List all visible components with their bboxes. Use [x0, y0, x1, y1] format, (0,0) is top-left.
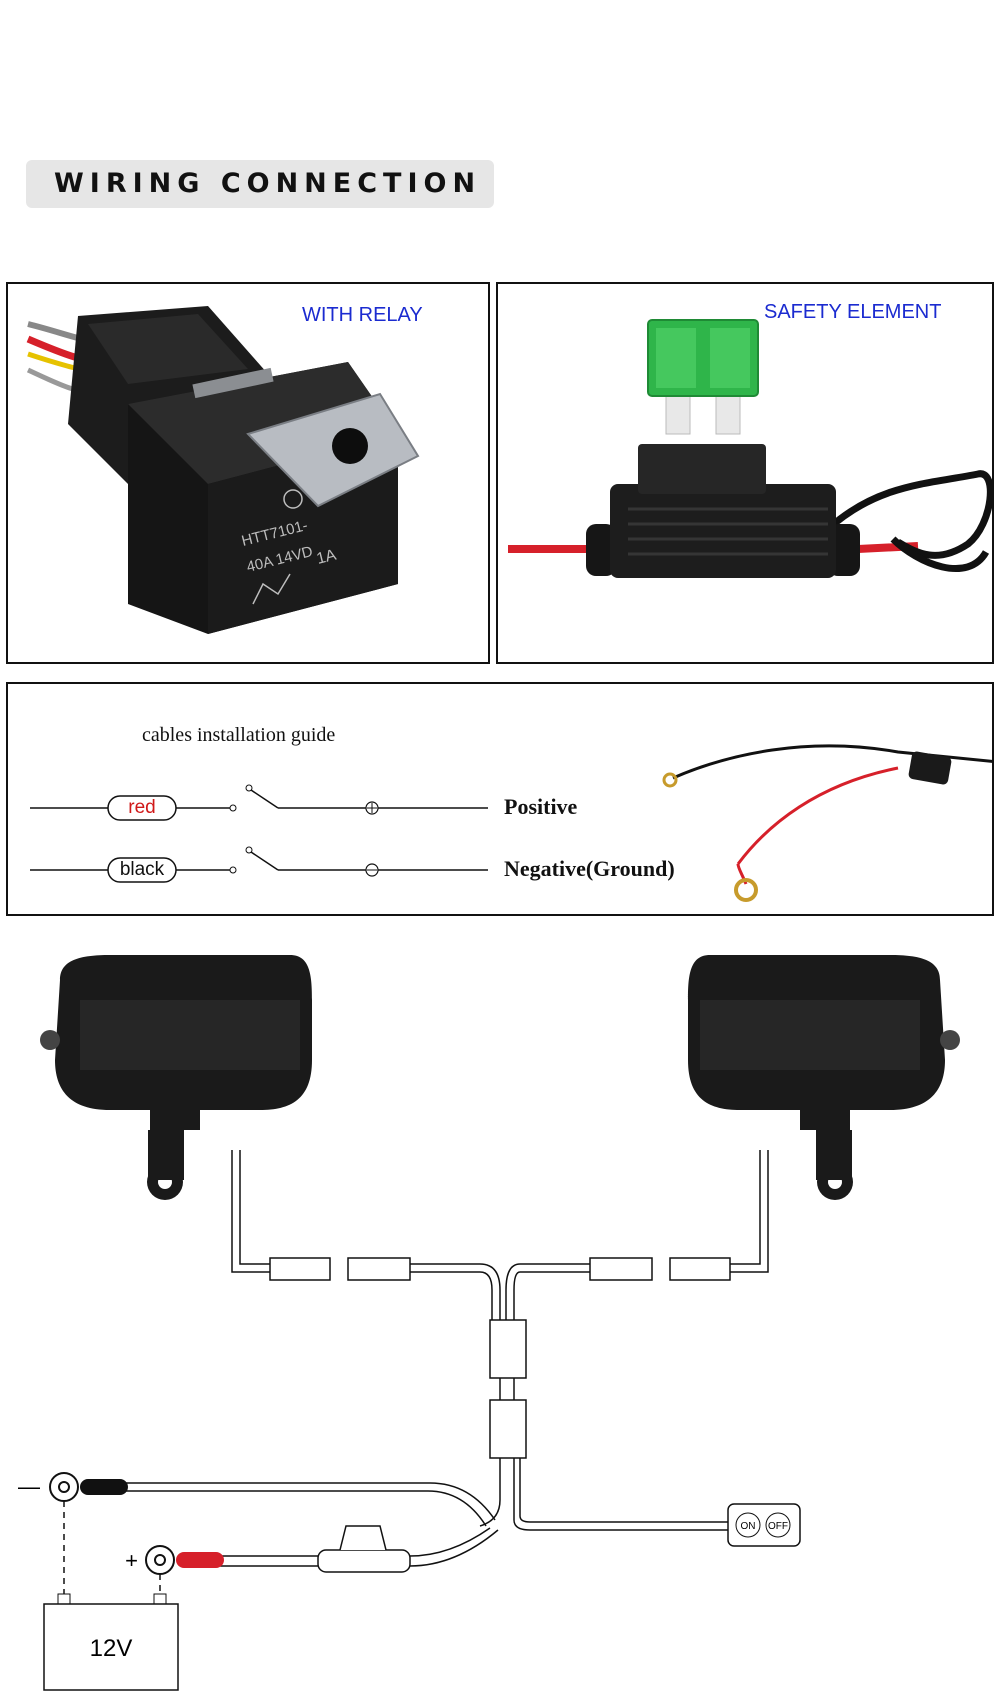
relay-panel: HTT7101- 40A 14VD 1A WITH RELAY — [6, 282, 490, 664]
relay-marking-3: 1A — [315, 547, 338, 568]
left-lamp-icon — [40, 955, 312, 1200]
relay-illustration: HTT7101- 40A 14VD 1A — [26, 306, 420, 634]
terminal-positive: Positive — [504, 794, 578, 819]
battery-label: 12V — [90, 1635, 133, 1662]
terminal-negative: Negative(Ground) — [504, 856, 675, 881]
fuse-label: SAFETY ELEMENT — [764, 301, 942, 323]
guide-schematic — [30, 744, 992, 902]
positive-sign: + — [125, 1548, 138, 1573]
battery — [43, 1603, 179, 1691]
switch-on-label: ON — [741, 1521, 756, 1532]
switch-off-label: OFF — [768, 1521, 788, 1532]
negative-sign: — — [18, 1474, 40, 1499]
fuse-illustration — [508, 319, 992, 578]
wire-tag-red: red — [128, 797, 156, 818]
guide-title: cables installation guide — [142, 724, 336, 746]
page-title: WIRING CONNECTION — [54, 168, 482, 199]
cables-guide-panel: cables installation guide red black Posi… — [6, 682, 994, 916]
right-lamp-icon — [688, 955, 960, 1200]
wire-tag-black: black — [119, 859, 165, 880]
fuse-panel: SAFETY ELEMENT — [496, 282, 994, 664]
header-banner: WIRING CONNECTION — [26, 160, 494, 208]
relay-label: WITH RELAY — [302, 304, 423, 326]
